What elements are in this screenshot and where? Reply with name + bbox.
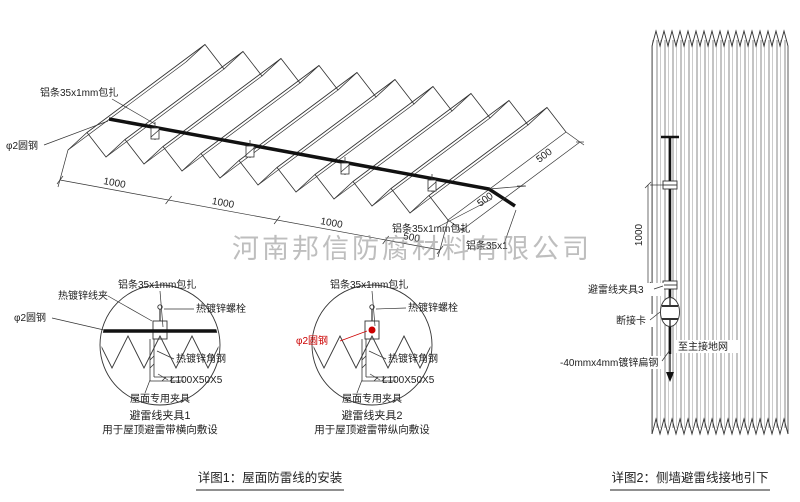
roof-strip-label-right: 铝条35x1mm包扎: [392, 222, 470, 235]
label-bg: [676, 340, 738, 353]
label-bg: [558, 356, 664, 369]
wall-bottom-edge: [651, 417, 789, 436]
clamp2-rod-label: φ2圆钢: [296, 334, 328, 347]
wire-section-dot-2: [368, 326, 376, 334]
roof-rod-label: φ2圆钢: [6, 139, 38, 152]
clamp1-leaders: [51, 290, 194, 394]
clamp2-title: 避雷线夹具2: [341, 408, 402, 422]
detail1-caption: 详图1：屋面防雷线的安装: [198, 470, 342, 485]
dim-1000-b: 1000: [211, 196, 235, 211]
clamp1-roofclamp-label: 屋面专用夹具: [130, 392, 190, 405]
wall-top-edge: [651, 29, 789, 48]
clamp1-angle-label: 热镀锌角钢: [176, 352, 226, 365]
roof-leader-lines: [43, 98, 517, 245]
label-bg: [586, 283, 664, 296]
roof-strip-label-right-small: 铝条35x1: [466, 239, 508, 252]
clamp2-bolt-label: 热镀锌螺栓: [408, 301, 458, 314]
wire-clamp: [427, 174, 437, 192]
clamp2-leaders: [339, 290, 407, 394]
dim-1000-c: 1000: [320, 216, 344, 231]
detail2-caption: 详图2：侧墙避雷线接地引下: [612, 470, 769, 485]
detail-circle-2: [311, 284, 433, 406]
wall-clamp: [662, 180, 678, 190]
dim-1000-a: 1000: [103, 176, 127, 191]
clamp2-angle-spec: L100X50X5: [382, 375, 435, 386]
wire-clamp: [150, 122, 160, 140]
angle-steel-2: [361, 339, 396, 382]
clamp1-bolt-label: 热镀锌螺栓: [196, 302, 246, 315]
bolt-head-1: [157, 304, 163, 310]
wire-clamp: [340, 157, 350, 175]
clamp1-rod-label: φ2圆钢: [14, 311, 46, 324]
wall-disconnect-label: 断接卡: [616, 314, 646, 327]
clamp1-angle-spec: L100X50X5: [170, 375, 223, 386]
clamp2-angle-label: 热镀锌角钢: [388, 352, 438, 365]
wall-elevation-view: [644, 29, 789, 436]
wire-clamp: [245, 140, 255, 158]
corrugation-profile-2: [313, 334, 431, 370]
roof-strip-label-top: 铝条35x1mm包扎: [40, 86, 118, 99]
clamp-detail-2: [311, 284, 433, 406]
clamp1-strip-label: 铝条35x1mm包扎: [118, 278, 196, 291]
dim-500-d: 500: [402, 231, 421, 245]
to-ground-arrow: [666, 354, 674, 382]
clamp1-title: 避雷线夹具1: [129, 408, 190, 422]
detail-circle-1: [99, 284, 221, 406]
roof-ridge-lines: [86, 44, 548, 196]
dim-500-right-b: 500: [535, 146, 555, 165]
clamp2-roofclamp-label: 屋面专用夹具: [342, 392, 402, 405]
roof-valley-lines: [67, 61, 567, 221]
roof-bottom-dimension: [56, 149, 449, 258]
lightning-wire: [108, 117, 516, 208]
bolt-head-2: [369, 304, 375, 310]
label-bg: [614, 314, 656, 327]
wall-clamp: [662, 280, 678, 290]
clamp2-subtitle: 用于屋顶避雷带纵向敷设: [314, 423, 430, 436]
disconnect-card: [660, 297, 680, 327]
clamp1-wireclip-label: 热镀锌线夹: [58, 289, 108, 302]
roof-isometric-view: [43, 43, 585, 258]
angle-steel-1: [149, 339, 184, 382]
wall-dim-1000: 1000: [634, 223, 645, 246]
clamp-detail-1: [51, 284, 221, 406]
wall-leaders: [649, 285, 671, 362]
company-watermark: 河南邦信防腐材料有限公司: [232, 234, 592, 264]
clamp1-subtitle: 用于屋顶避雷带横向敷设: [102, 423, 218, 436]
corrugation-profile-1: [101, 334, 219, 370]
roof-back-edge: [185, 43, 567, 133]
wall-clamp3-label: 避雷线夹具3: [588, 283, 644, 296]
wall-to-ground-label: 至主接地网: [678, 340, 728, 353]
wall-flat-steel-label: -40mmx4mm镀锌扁钢: [560, 356, 658, 369]
wall-corrugation: [652, 40, 788, 428]
clamp2-strip-label: 铝条35x1mm包扎: [330, 278, 408, 291]
roof-right-dimension: [447, 131, 585, 233]
